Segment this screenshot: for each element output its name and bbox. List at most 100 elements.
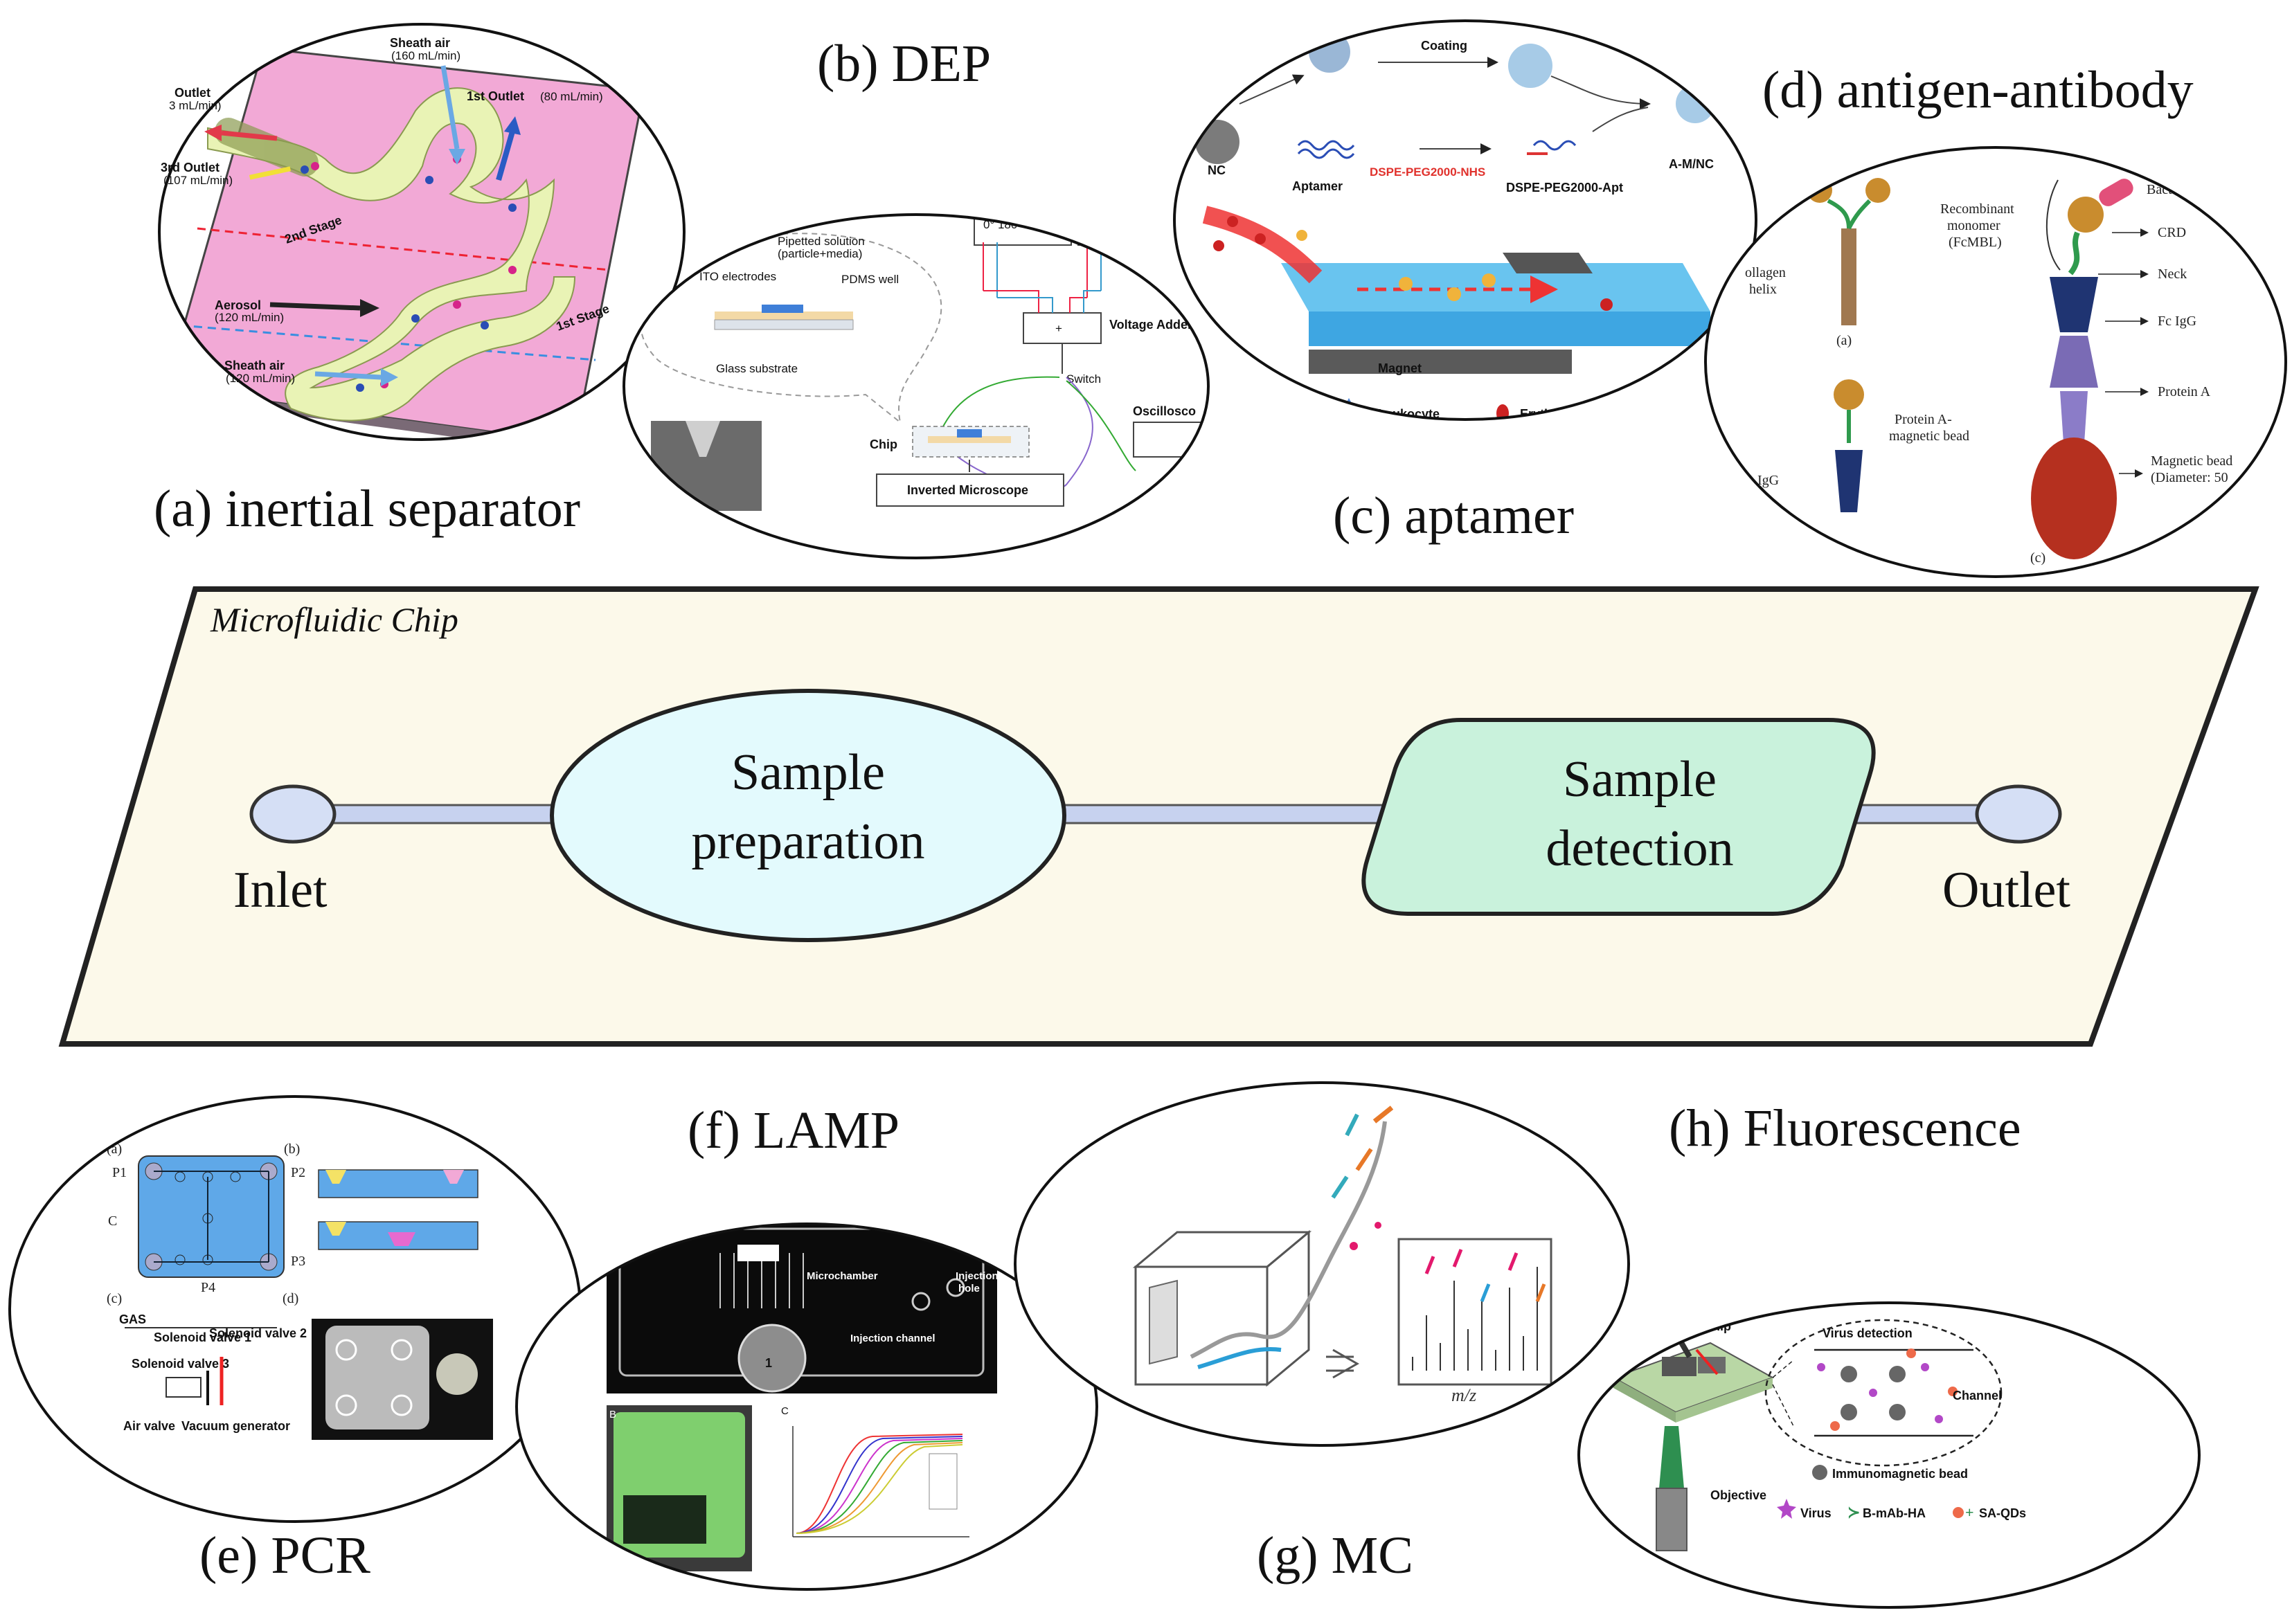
label-magnet: Magnet — [1378, 361, 1422, 375]
label-outlet-left-flow: 3 mL/min) — [169, 99, 222, 112]
label-sheath-air-bottom-flow: (120 mL/min) — [226, 372, 295, 385]
sample-detection-node — [1361, 718, 1876, 916]
sample-detection-label-1: Sample — [1563, 751, 1717, 808]
label-chip: Chip — [870, 437, 897, 451]
label-monomer: monomer — [1947, 218, 2000, 233]
label-c-port: C — [108, 1214, 117, 1229]
label-air-valve: Air valve — [123, 1419, 175, 1433]
sample-preparation-node — [550, 689, 1066, 942]
panel-lamp: 1 A Connecting channel Microchamber Inje… — [515, 1216, 1098, 1591]
label-aerosol: Aerosol — [215, 298, 261, 312]
label-solenoid-valve-2: Solenoid valve 2 — [209, 1326, 307, 1340]
label-magnetic-bead: Magnetic bead — [2151, 453, 2232, 469]
label-injection-channel: Injection channel — [850, 1333, 935, 1344]
label-nc: NC — [1208, 163, 1226, 177]
label-aerosol-flow: (120 mL/min) — [215, 311, 284, 324]
label-protein-a-bead: Protein A- — [1895, 412, 1952, 427]
label-dspe-peg-nhs: DSPE-PEG2000-NHS — [1370, 165, 1485, 179]
caption-f: (f) LAMP — [688, 1101, 899, 1160]
label-sheath-air-bottom: Sheath air — [224, 359, 285, 372]
label-f-b: B — [609, 1409, 616, 1420]
label-pipetted: Pipetted solution — [778, 235, 865, 248]
label-voltage-adder: Voltage Adder — [1109, 318, 1192, 332]
label-phase-2: 0° 180° — [1087, 218, 1126, 231]
label-switch: Switch — [1066, 372, 1101, 386]
panel-inertial-separator: Sheath air (160 mL/min) 1st Outlet (80 m… — [158, 23, 686, 441]
panel-aptamer: Coating NC Aptamer DSPE-PEG2000-NHS DSPE… — [1173, 19, 1757, 421]
label-microfluidic-chip: Microfluidic Chip — [1630, 1319, 1731, 1333]
label-injection-hole-2: hole — [958, 1283, 980, 1294]
label-am-nc: A-M/NC — [1669, 157, 1714, 171]
inlet-port — [249, 784, 337, 844]
microfluidic-chip: Microfluidic Chip Inlet Outlet Sample pr… — [58, 586, 2259, 1047]
label-p3: P3 — [291, 1254, 305, 1269]
label-outlet-3: 3rd Outlet — [161, 161, 220, 174]
panel-mc: m/z — [1014, 1081, 1630, 1447]
label-recombinant: Recombinant — [1940, 201, 2014, 217]
panel-pcr: (a) P1 P2 P3 P4 C (b) (c) (d) GAS Soleno… — [8, 1095, 582, 1523]
label-connecting-channel: Connecting channel — [637, 1216, 736, 1228]
label-function-generator: Arbitrary Function Gene — [976, 188, 1120, 201]
label-sa-qds: SA-QDs — [1979, 1506, 2026, 1520]
sample-detection-label-2: detection — [1546, 820, 1733, 877]
label-pipetted-2: (particle+media) — [778, 247, 862, 260]
label-pdms: PDMS well — [841, 273, 899, 286]
sample-preparation-label-1: Sample — [731, 744, 885, 801]
label-d-c: (c) — [2030, 550, 2045, 566]
label-plus: + — [1055, 322, 1062, 335]
label-glass: Glass substrate — [716, 362, 798, 375]
label-solenoid-valve-3: Solenoid valve 3 — [132, 1357, 229, 1371]
label-low-frequency: Low frequency — [982, 206, 1059, 219]
icon-antibody: ≻ — [1847, 1504, 1860, 1521]
label-collagen: ollagen — [1745, 265, 1786, 280]
outlet-label: Outlet — [1942, 862, 2070, 919]
label-virus-detection: Virus detection — [1823, 1326, 1913, 1340]
label-immunomagnetic-bead: Immunomagnetic bead — [1832, 1467, 1968, 1481]
label-high-frequency: High frequency — [1086, 206, 1165, 219]
label-ito: ITO electrodes — [699, 270, 776, 283]
label-inverted-microscope: Inverted Microscope — [907, 483, 1028, 497]
label-virus: Virus — [1800, 1506, 1832, 1520]
caption-b: (b) DEP — [817, 35, 991, 93]
label-objective: Objective — [1710, 1488, 1766, 1502]
panel-antigen-antibody: (a) ollagen helix IgG Recombinant monome… — [1704, 146, 2287, 578]
label-neck: Neck — [2158, 267, 2187, 282]
label-protein-a: Protein A — [2158, 384, 2211, 399]
caption-g: (g) MC — [1257, 1526, 1413, 1585]
label-dspe-peg-apt: DSPE-PEG2000-Apt — [1506, 181, 1623, 195]
label-injection-hole-1: Injection — [956, 1270, 999, 1282]
label-aptamer: Aptamer — [1292, 179, 1343, 193]
label-outlet-1: 1st Outlet — [467, 89, 524, 103]
coin-glyph: 1 — [765, 1356, 772, 1370]
label-b-mab-ha: B-mAb-HA — [1863, 1506, 1926, 1520]
label-fcmbl: (FcMBL) — [1949, 235, 2002, 250]
outlet-port — [1975, 784, 2062, 844]
label-p2: P2 — [291, 1165, 305, 1180]
label-helix: helix — [1749, 282, 1777, 297]
sample-preparation-label-2: preparation — [692, 813, 925, 870]
panel-dep: Pipetted solution (particle+media) ITO e… — [623, 188, 1210, 559]
label-outlet-3-flow: (107 mL/min) — [163, 174, 233, 187]
caption-h: (h) Fluorescence — [1669, 1099, 2021, 1157]
label-f-a: A — [620, 1222, 627, 1234]
label-outlet-1-flow: (80 mL/min) — [540, 90, 603, 103]
inlet-label: Inlet — [233, 862, 328, 919]
label-e-d: (d) — [283, 1291, 298, 1306]
label-outlet-left: Outlet — [174, 86, 211, 100]
label-mz: m/z — [1451, 1385, 1476, 1405]
label-coating: Coating — [1421, 39, 1467, 53]
icon-linker: + — [1965, 1504, 1974, 1521]
label-vacuum-generator: Vacuum generator — [181, 1419, 290, 1433]
label-f-c: C — [781, 1405, 789, 1417]
label-d-a: (a) — [1836, 333, 1852, 348]
caption-a: (a) inertial separator — [154, 480, 580, 538]
label-p1: P1 — [112, 1165, 127, 1180]
label-e-b: (b) — [284, 1142, 300, 1157]
chip-title: Microfluidic Chip — [210, 600, 458, 639]
caption-c: (c) aptamer — [1333, 487, 1574, 545]
label-sheath-air-top: Sheath air — [390, 36, 450, 50]
caption-d: (d) antigen-antibody — [1762, 61, 2194, 119]
label-magnetic-bead-diameter: (Diameter: 50 — [2151, 470, 2228, 485]
label-solenoid-valve-1: Solenoid valve 1 — [154, 1330, 251, 1344]
